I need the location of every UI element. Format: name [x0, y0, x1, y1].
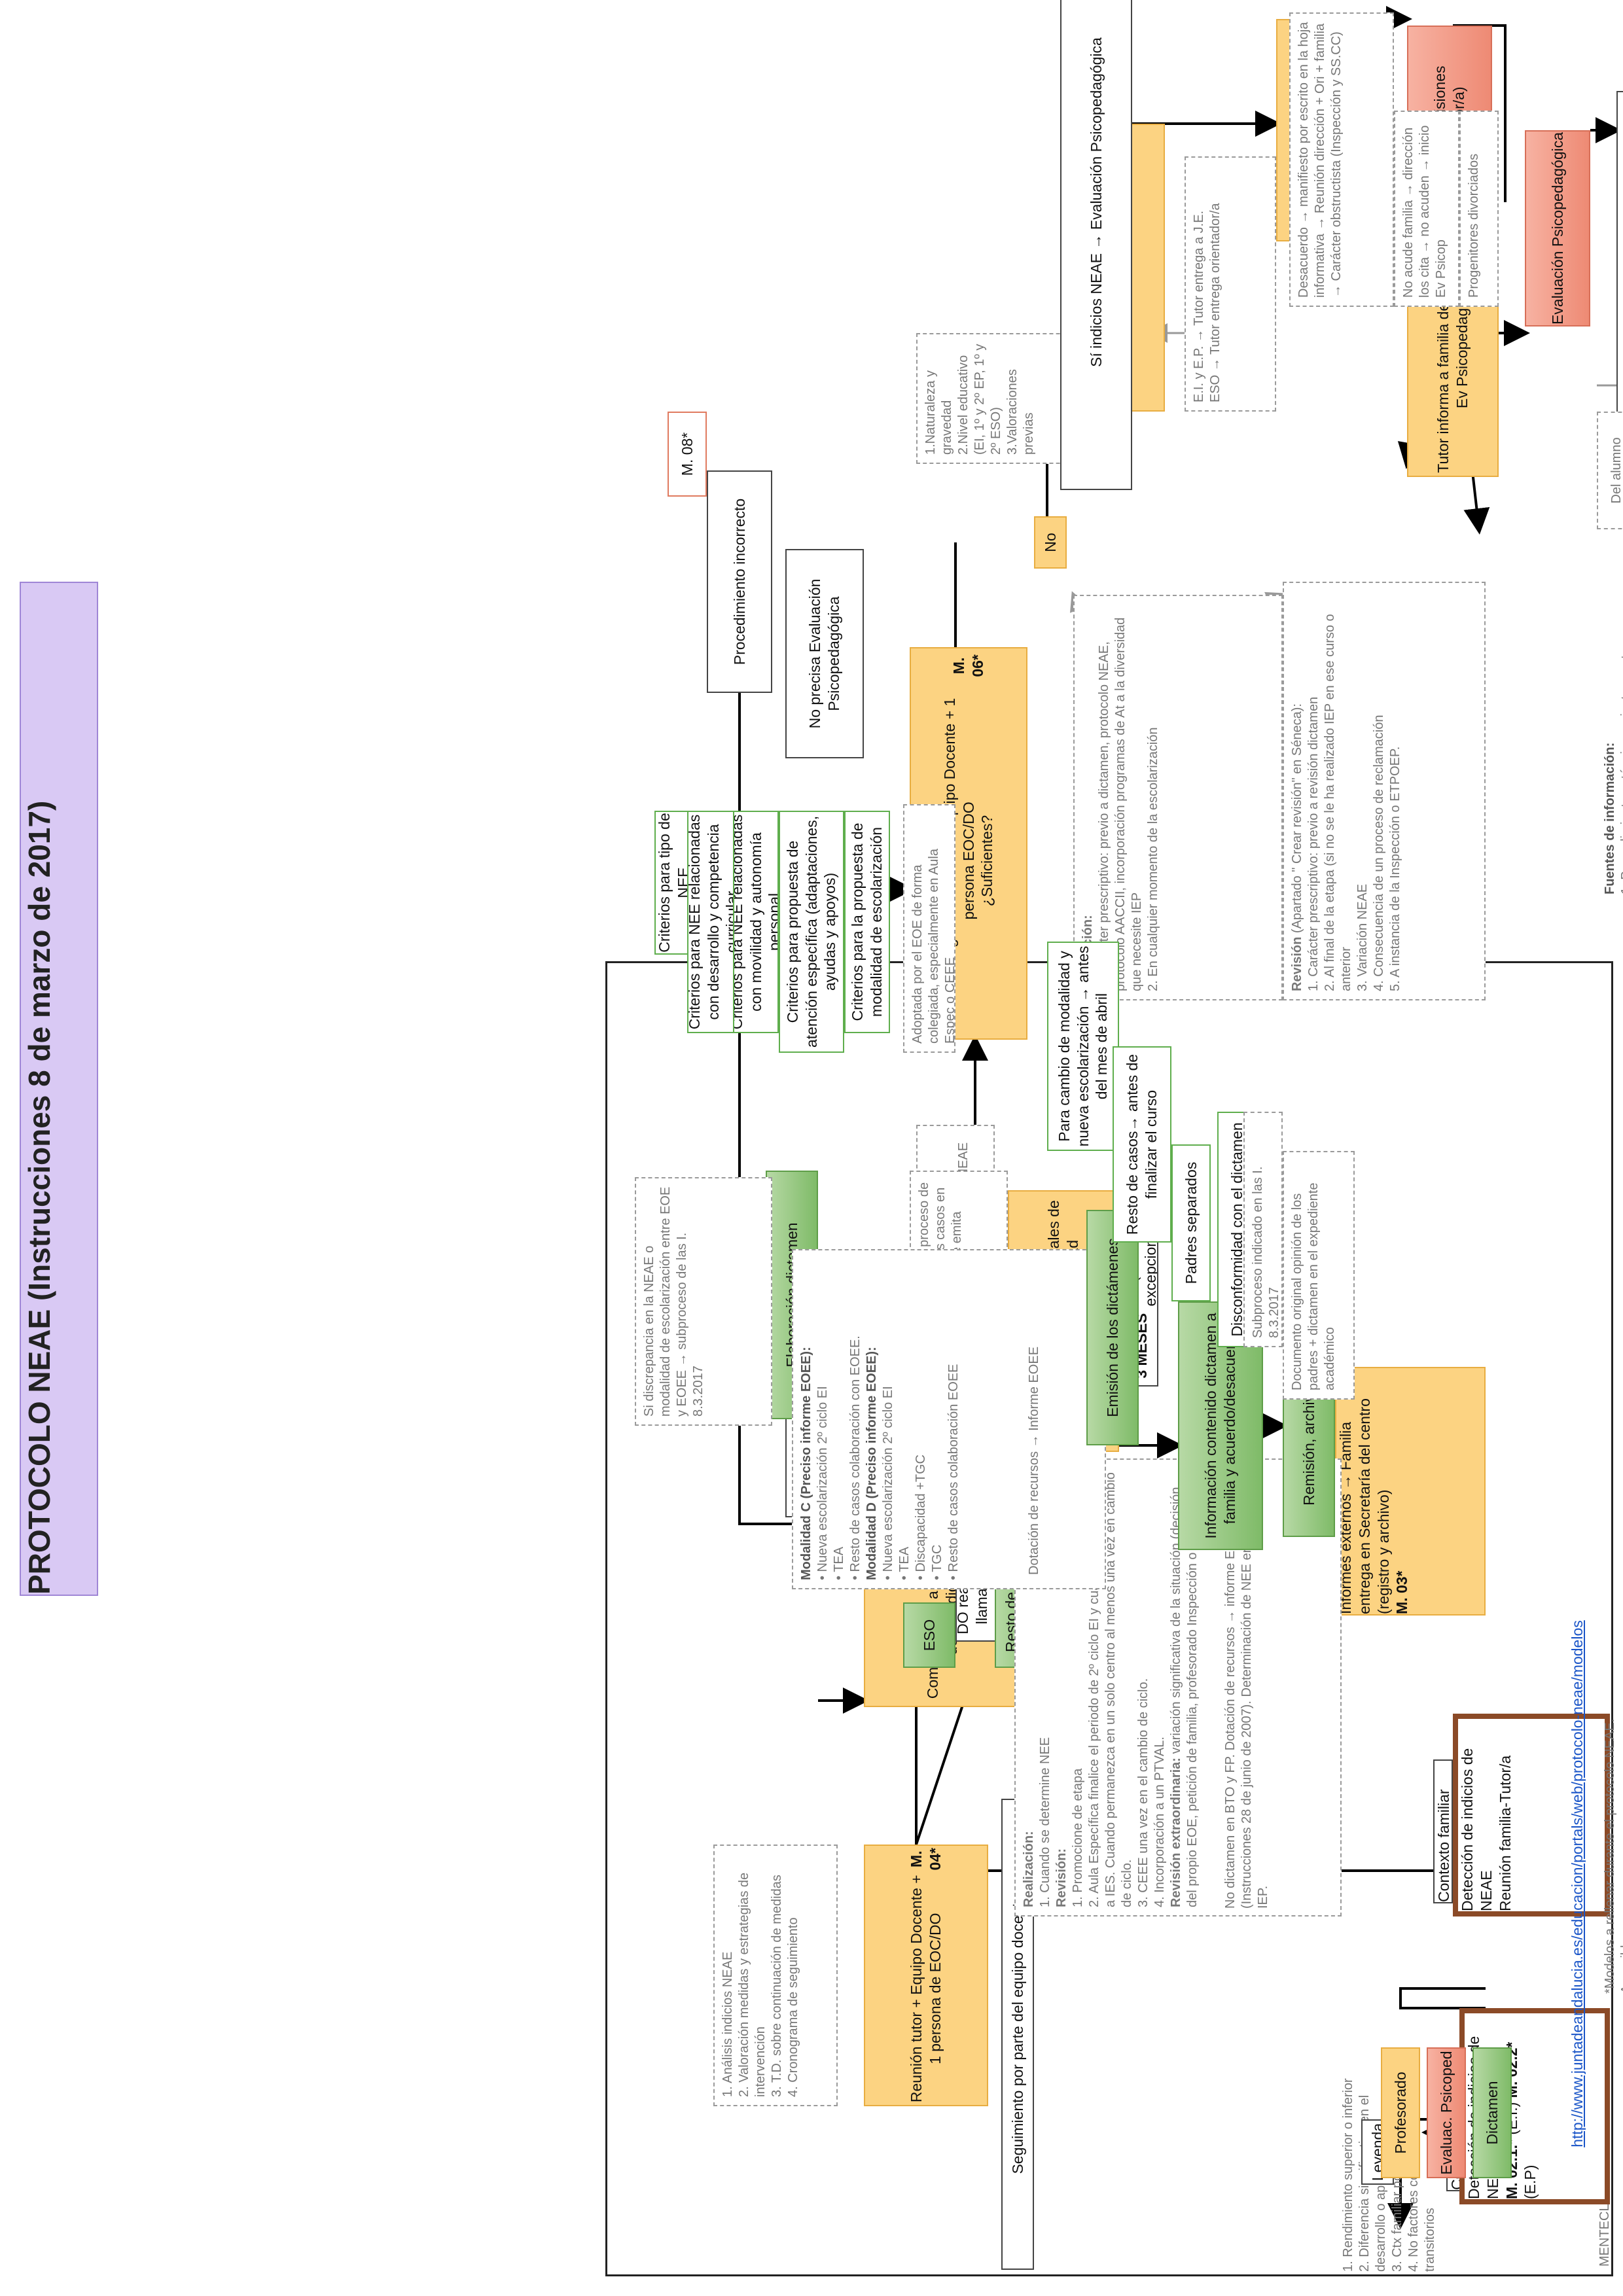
realizacion-ev: Realización:1. Carácter prescriptivo: pr…	[1073, 595, 1283, 1000]
entrega-solicitud: E.I. y E.P. → Tutor entrega a J.E. ESO →…	[1185, 156, 1276, 412]
adoptada-nota: Adoptada por el EOE de forma colegiada, …	[903, 804, 955, 1053]
evaluacion-psicoped: Evaluación Psicopedagógica	[1525, 130, 1590, 327]
padres-separados: Padres separados	[1171, 1144, 1211, 1301]
informes-externos: Informes externos → Familia entrega en S…	[1335, 1367, 1486, 1616]
reunion-m04: Reunión tutor + Equipo Docente + 1 perso…	[864, 1845, 988, 2106]
documento-nota: Documento original opinión de los padres…	[1283, 1151, 1355, 1400]
eso: ESO	[903, 1602, 955, 1668]
analisis-m04: 1. Análisis indicios NEAE 2. Valoración …	[713, 1845, 838, 2106]
indicios-evaluacion: Sí indicios NEAE → Evaluación Psicopedag…	[1060, 0, 1132, 490]
leyenda-evaluac: Evaluac. Psicoped	[1427, 2047, 1466, 2178]
fuentes-informacion: Fuentes de información:1. Procedimientos…	[1603, 641, 1623, 894]
criterios-desarrollo: Criterios para NEE relacionadas con desa…	[687, 811, 740, 1033]
ctx-familiar-tag: Contexto familiar	[1433, 1759, 1453, 1903]
criterios-atencion: Criterios para propuesta de atención esp…	[779, 811, 844, 1053]
criterios-m06: 1.Naturaleza y gravedad 2.Nivel educativ…	[916, 333, 1073, 464]
no-2: No	[1034, 516, 1067, 569]
progenitores: Progenitores divorciados	[1459, 111, 1499, 307]
subproceso-dictamen: Subproceso indicado en las I. 8.3.2017	[1243, 1112, 1283, 1347]
discrepancia-nota: Si discrepancia en la NEAE o modalidad d…	[635, 1177, 772, 1426]
procedimiento-incorrecto: Procedimiento incorrecto	[707, 470, 772, 693]
page-title: PROTOCOLO NEAE (Instrucciones 8 de marzo…	[20, 582, 98, 1596]
criterios-modalidad: Criterios para la propuesta de modalidad…	[844, 811, 890, 1033]
leyenda-dictamen: Dictamen	[1472, 2047, 1512, 2178]
revision-ev: Revisión (Apartado " Crear revisión" en …	[1283, 582, 1486, 1000]
no-precisa: No precisa Evaluación Psicopedagógica	[785, 549, 864, 758]
modalidad-c: Modalidad C (Preciso informe EOEE):• Nue…	[792, 1249, 1106, 1589]
emision-dictamenes: Emisión de los dictámenes	[1086, 1210, 1139, 1445]
modelos-nota: *Modelos a rellenar durante el protocolo…	[1603, 1718, 1623, 1994]
criterios-movilidad: Criterios para NEE relacionadas con movi…	[733, 811, 779, 1033]
leyenda-profesorado: Profesorado	[1381, 2047, 1420, 2178]
no-acude: No acude familia → dirección los cita → …	[1394, 111, 1459, 307]
del-alumno: Del alumno	[1597, 412, 1623, 529]
cambio-modalidad: Para cambio de modalidad y nueva escolar…	[1047, 942, 1119, 1151]
recogida-informacion: Recogida de información	[1616, 91, 1623, 425]
modelos-link[interactable]: http://www.juntadeandalucia.es/educacion…	[1568, 1620, 1586, 2147]
desacuerdo: Desacuerdo → manifiesto por escrito en l…	[1289, 12, 1394, 307]
resto-casos-curso: Resto de casos→ antes de finalizar el cu…	[1113, 1046, 1171, 1243]
m08-oval: M. 08*	[668, 412, 707, 497]
dotacion-recursos: Dotación de recursos → Informe EOEE	[1027, 1346, 1041, 1575]
